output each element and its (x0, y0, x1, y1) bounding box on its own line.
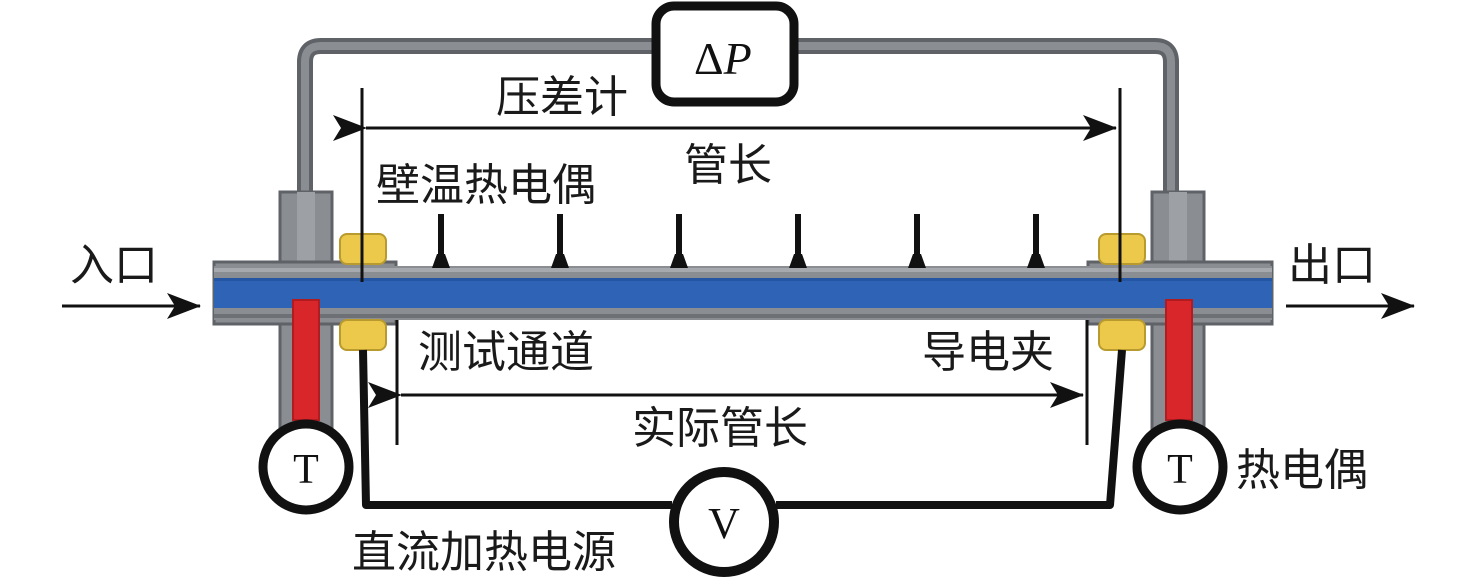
outlet-label: 出口 (1288, 240, 1376, 291)
svg-text:ΔP: ΔP (694, 33, 752, 84)
inlet-label: 入口 (70, 240, 158, 291)
outlet-thermo-probe (1165, 299, 1193, 421)
clamp-right-bottom (1098, 319, 1146, 351)
power-wiring (359, 349, 1126, 509)
wall-thermocouple-label: 壁温热电偶 (376, 160, 596, 211)
dimension-lines (333, 88, 1122, 445)
pressure-gauge-box: ΔP (651, 1, 799, 107)
pressure-symbol: P (723, 33, 752, 84)
tube-length-label: 管长 (684, 140, 772, 191)
clamp-label: 导电夹 (922, 327, 1054, 378)
voltmeter-symbol: V (708, 499, 740, 548)
wall-thermocouple-probe (670, 214, 688, 268)
outlet-temp-gauge: T (1132, 419, 1228, 515)
thermocouple-label: 热电偶 (1236, 445, 1368, 496)
wall-thermocouple-probe (551, 214, 569, 268)
actual-tube-length-label: 实际管长 (632, 403, 808, 454)
temp-symbol-right: T (1167, 447, 1193, 493)
pressure-gauge-label: 压差计 (496, 72, 628, 123)
wall-thermocouple-probe (789, 214, 807, 268)
dc-power-label: 直流加热电源 (352, 527, 616, 578)
wall-thermocouple-probe (1027, 214, 1045, 268)
clamp-right-top (1098, 233, 1146, 265)
test-tube (214, 266, 1272, 320)
temp-symbol-left: T (293, 447, 319, 493)
inlet-thermo-probe (292, 299, 320, 421)
delta-symbol: Δ (694, 33, 724, 84)
clamp-left-bottom (339, 319, 387, 351)
wall-thermocouples (432, 214, 1045, 268)
voltmeter: V (669, 467, 779, 577)
inlet-temp-gauge: T (258, 419, 354, 515)
test-channel-label: 测试通道 (418, 327, 594, 378)
wall-thermocouple-probe (432, 214, 450, 268)
fluid-channel (214, 278, 1272, 308)
wall-thermocouple-probe (908, 214, 926, 268)
